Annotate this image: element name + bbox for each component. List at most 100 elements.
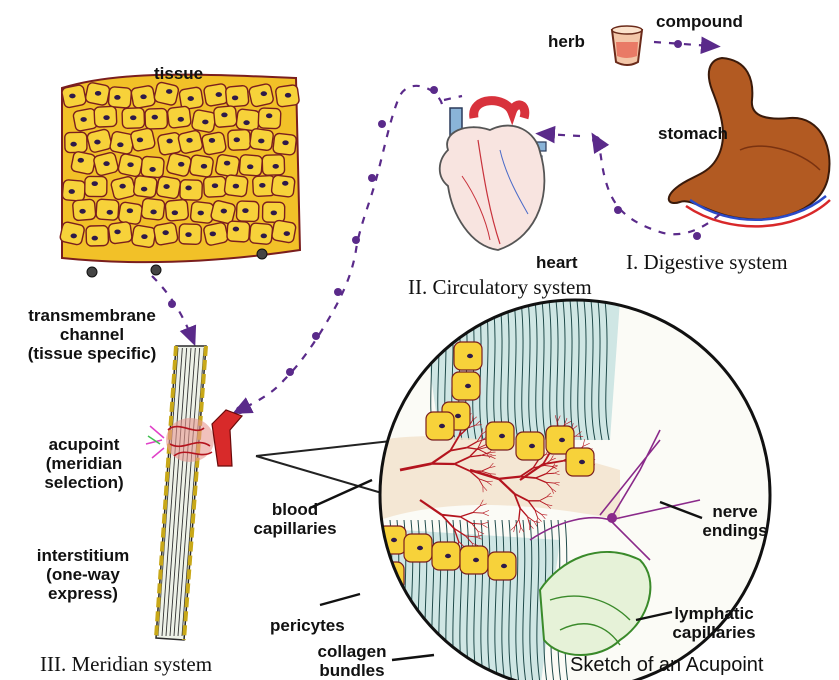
cell-nucleus xyxy=(221,113,227,118)
cell-nucleus xyxy=(70,142,76,147)
compound-dot xyxy=(430,86,438,94)
cell-nucleus xyxy=(389,574,395,578)
cell-nucleus xyxy=(391,538,397,542)
tissue-cell xyxy=(236,109,260,132)
transmembrane-channel-mark xyxy=(151,265,161,275)
cell-nucleus xyxy=(78,158,84,163)
collagen-bundles-line-2: bundles xyxy=(306,661,398,680)
cell-nucleus xyxy=(114,95,120,100)
cell-nucleus xyxy=(107,210,113,215)
pericyte-cell xyxy=(378,594,406,622)
cell-nucleus xyxy=(178,117,184,122)
acupoint-line-3: selection) xyxy=(26,473,142,492)
cell-nucleus xyxy=(439,424,445,428)
nerve-endings-line-1: nerve xyxy=(700,502,770,521)
cell-nucleus xyxy=(261,91,267,96)
cell-nucleus xyxy=(69,94,75,99)
lymphatic-capillaries-line-2: capillaries xyxy=(668,623,760,642)
cell-nucleus xyxy=(242,208,248,213)
compound-dot xyxy=(368,174,376,182)
tissue-cell xyxy=(157,132,182,156)
cell-nucleus xyxy=(465,384,471,388)
tissue-cell xyxy=(248,83,274,107)
collagen-bundles-label: collagen bundles xyxy=(306,642,398,680)
heart-illustration xyxy=(440,101,546,250)
tissue-cell xyxy=(271,175,295,197)
cell-nucleus xyxy=(166,139,172,144)
compound-label: compound xyxy=(656,12,743,31)
cell-nucleus xyxy=(233,184,239,189)
blood-capillary-branch xyxy=(473,513,483,514)
cell-nucleus xyxy=(137,138,143,143)
lymphatic-capillaries-line-1: lymphatic xyxy=(668,604,760,623)
cell-nucleus xyxy=(285,93,291,98)
compound-dot xyxy=(312,332,320,340)
stomach-label: stomach xyxy=(658,124,728,143)
cell-nucleus xyxy=(80,117,86,122)
pericytes-label: pericytes xyxy=(270,616,345,635)
tissue-cell xyxy=(201,132,226,156)
tissue-cell xyxy=(258,108,281,129)
cell-nucleus xyxy=(282,140,288,145)
tissue-illustration xyxy=(59,75,300,277)
transmembrane-channel-mark xyxy=(87,267,97,277)
cell-nucleus xyxy=(234,137,240,142)
transmembrane-line-3: (tissue specific) xyxy=(6,344,178,363)
cell-nucleus xyxy=(79,209,85,214)
heart-label: heart xyxy=(536,253,578,272)
tissue-cell xyxy=(118,202,143,225)
blood-capillaries-line-1: blood xyxy=(250,500,340,519)
sketch-title: Sketch of an Acupoint xyxy=(570,654,763,677)
cell-nucleus xyxy=(130,115,136,120)
cell-nucleus xyxy=(92,236,98,241)
cell-nucleus xyxy=(455,414,461,418)
transmembrane-channel-label: transmembrane channel (tissue specific) xyxy=(6,306,178,363)
compound-dot xyxy=(674,40,682,48)
circulatory-system-title: II. Circulatory system xyxy=(408,275,592,300)
cell-nucleus xyxy=(473,558,479,562)
cell-nucleus xyxy=(259,183,265,188)
tissue-cell xyxy=(141,156,165,178)
meridian-vessel xyxy=(146,346,242,640)
cell-nucleus xyxy=(529,444,535,448)
acupoint-line-2: (meridian xyxy=(26,454,142,473)
cell-nucleus xyxy=(271,210,277,215)
cell-nucleus xyxy=(224,161,230,166)
cell-nucleus xyxy=(216,92,222,97)
tissue-cell xyxy=(141,198,165,220)
cell-nucleus xyxy=(417,546,423,550)
tissue-cell xyxy=(271,220,296,244)
compound-dot xyxy=(614,206,622,214)
interstitium-line-1: interstitium xyxy=(20,546,146,565)
cell-nucleus xyxy=(258,139,264,144)
tissue-cell xyxy=(249,223,273,245)
cell-nucleus xyxy=(212,183,218,188)
compound-dot xyxy=(693,232,701,240)
compound-dot xyxy=(378,120,386,128)
cell-nucleus xyxy=(127,208,133,213)
cell-nucleus xyxy=(273,164,279,169)
blood-capillary-branch xyxy=(546,473,554,474)
cell-nucleus xyxy=(163,184,169,189)
tissue-cell xyxy=(153,82,179,106)
cell-nucleus xyxy=(92,181,98,186)
compound-dot xyxy=(286,368,294,376)
cell-nucleus xyxy=(198,211,204,216)
cell-nucleus xyxy=(141,234,147,239)
compound-dot xyxy=(592,136,600,144)
tissue-cell xyxy=(180,180,203,201)
cell-nucleus xyxy=(201,164,207,169)
tissue-cell xyxy=(65,132,87,152)
interstitium-line-3: express) xyxy=(20,584,146,603)
cell-nucleus xyxy=(445,554,451,558)
cell-nucleus xyxy=(119,184,125,189)
cell-nucleus xyxy=(209,138,215,143)
cell-nucleus xyxy=(185,186,191,191)
zoom-connector xyxy=(256,440,400,496)
compound-dot xyxy=(352,236,360,244)
cell-nucleus xyxy=(166,89,172,94)
digestive-system-title: I. Digestive system xyxy=(626,250,788,275)
interstitium-line-2: (one-way xyxy=(20,565,146,584)
cell-nucleus xyxy=(188,96,194,101)
cell-nucleus xyxy=(152,115,158,120)
